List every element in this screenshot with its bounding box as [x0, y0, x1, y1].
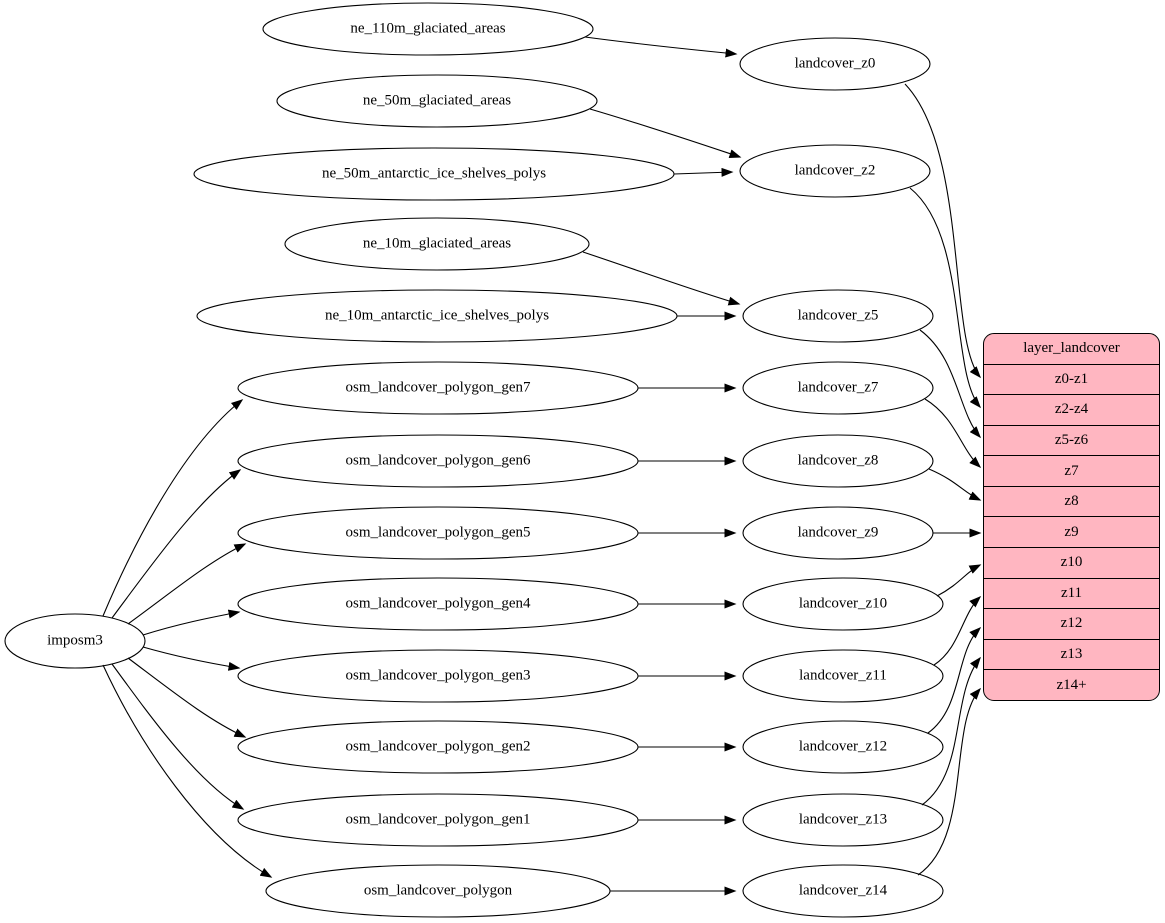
table-row-z0-z1: z0-z1 — [984, 363, 1159, 395]
node-label-landcover-z9: landcover_z9 — [797, 524, 879, 541]
edge-imposm3-to-gen4 — [142, 609, 241, 636]
edge-ne110m-to-z0 — [584, 36, 738, 58]
node-ne-50m-glaciated-areas — [276, 74, 598, 128]
node-label-osm-landcover-polygon-gen6: osm_landcover_polygon_gen6 — [345, 452, 531, 469]
table-title-layer-landcover: layer_landcover — [1023, 340, 1120, 357]
edge-imposm3-to-gen5 — [127, 543, 247, 625]
node-landcover-z13 — [742, 793, 944, 847]
node-label-ne-10m-glaciated-areas: ne_10m_glaciated_areas — [362, 235, 512, 252]
table-row-z5-z6: z5-z6 — [984, 424, 1159, 456]
node-label-osm-landcover-polygon-gen1: osm_landcover_polygon_gen1 — [345, 811, 531, 828]
edge-imposm3-to-osm-landcover-polygon — [102, 664, 273, 878]
node-label-osm-landcover-polygon-gen2: osm_landcover_polygon_gen2 — [345, 738, 531, 755]
node-label-landcover-z2: landcover_z2 — [794, 162, 876, 179]
edge-z12-to-row-z12 — [927, 626, 982, 734]
node-label-landcover-z10: landcover_z10 — [798, 595, 888, 612]
node-label-landcover-z5: landcover_z5 — [797, 307, 879, 324]
edge-z11-to-row-z11 — [933, 595, 982, 666]
node-label-ne-10m-antarctic-ice-shelves-polys: ne_10m_antarctic_ice_shelves_polys — [324, 307, 550, 324]
node-label-osm-landcover-polygon-gen7: osm_landcover_polygon_gen7 — [345, 379, 531, 396]
edge-imposm3-to-gen2 — [127, 657, 247, 738]
edge-z8-to-row-z8 — [928, 468, 982, 501]
edge-imposm3-to-gen1 — [111, 663, 245, 810]
node-label-ne-50m-glaciated-areas: ne_50m_glaciated_areas — [362, 92, 512, 109]
edges-source-to-landcover — [582, 36, 742, 896]
node-label-osm-landcover-polygon-gen3: osm_landcover_polygon_gen3 — [345, 667, 531, 684]
node-label-landcover-z14: landcover_z14 — [798, 882, 888, 899]
table-row-z12: z12 — [984, 608, 1159, 639]
node-landcover-z7 — [742, 361, 934, 415]
node-label-imposm3: imposm3 — [47, 632, 103, 649]
node-label-osm-landcover-polygon: osm_landcover_polygon — [363, 882, 513, 899]
node-label-osm-landcover-polygon-gen4: osm_landcover_polygon_gen4 — [345, 595, 531, 612]
edge-z5-to-row-z5-z6 — [919, 329, 981, 439]
table-row-z14plus: z14+ — [984, 669, 1159, 700]
edge-ne50m-glaciated-to-z2 — [589, 108, 742, 158]
node-label-landcover-z13: landcover_z13 — [798, 811, 888, 828]
node-landcover-z12 — [742, 720, 944, 774]
node-landcover-z11 — [742, 649, 944, 703]
edge-z2-to-row-z2-z4 — [909, 187, 981, 409]
table-row-z2-z4: z2-z4 — [984, 394, 1159, 425]
node-label-landcover-z8: landcover_z8 — [797, 452, 879, 469]
node-label-landcover-z12: landcover_z12 — [798, 738, 888, 755]
table-row-z9: z9 — [984, 516, 1159, 547]
edges-imposm3 — [102, 399, 273, 878]
node-imposm3 — [4, 613, 146, 669]
edge-z10-to-row-z10 — [936, 564, 982, 597]
edge-z13-to-row-z13 — [921, 656, 981, 806]
edge-z7-to-row-z7 — [924, 398, 982, 469]
edge-imposm3-to-gen7 — [102, 399, 244, 617]
edge-z0-to-row-z0-z1 — [904, 83, 981, 379]
node-landcover-z5 — [742, 289, 934, 343]
node-label-landcover-z7: landcover_z7 — [797, 379, 879, 396]
table-row-z13: z13 — [984, 638, 1159, 670]
table-row-z7: z7 — [984, 455, 1159, 486]
edge-imposm3-to-gen3 — [142, 646, 241, 671]
edge-ne50m-antarctic-to-z2 — [673, 167, 734, 177]
table-row-z8: z8 — [984, 485, 1159, 517]
node-label-landcover-z11: landcover_z11 — [799, 667, 887, 684]
table-row-z11: z11 — [984, 577, 1159, 609]
node-label-landcover-z0: landcover_z0 — [794, 55, 876, 72]
node-landcover-z0 — [739, 37, 931, 91]
table-layer-landcover: layer_landcover z0-z1 z2-z4 z5-z6 z7 z8 … — [983, 333, 1160, 701]
node-landcover-z10 — [742, 577, 944, 631]
edges-landcover-to-table — [904, 83, 982, 876]
edge-imposm3-to-gen6 — [111, 469, 242, 619]
table-row-z10: z10 — [984, 547, 1159, 578]
node-landcover-z14 — [742, 864, 944, 918]
edge-ne10m-glaciated-to-z5 — [582, 251, 741, 306]
node-landcover-z8 — [742, 434, 934, 488]
node-landcover-z2 — [739, 144, 931, 198]
node-shapes — [4, 2, 944, 918]
node-label-osm-landcover-polygon-gen5: osm_landcover_polygon_gen5 — [345, 524, 531, 541]
node-ne-110m-glaciated-areas — [262, 2, 594, 56]
edge-z14-to-row-z14plus — [917, 687, 981, 876]
node-ne-10m-glaciated-areas — [284, 217, 590, 271]
node-label-ne-110m-glaciated-areas: ne_110m_glaciated_areas — [350, 20, 506, 37]
node-label-ne-50m-antarctic-ice-shelves-polys: ne_50m_antarctic_ice_shelves_polys — [321, 165, 547, 182]
